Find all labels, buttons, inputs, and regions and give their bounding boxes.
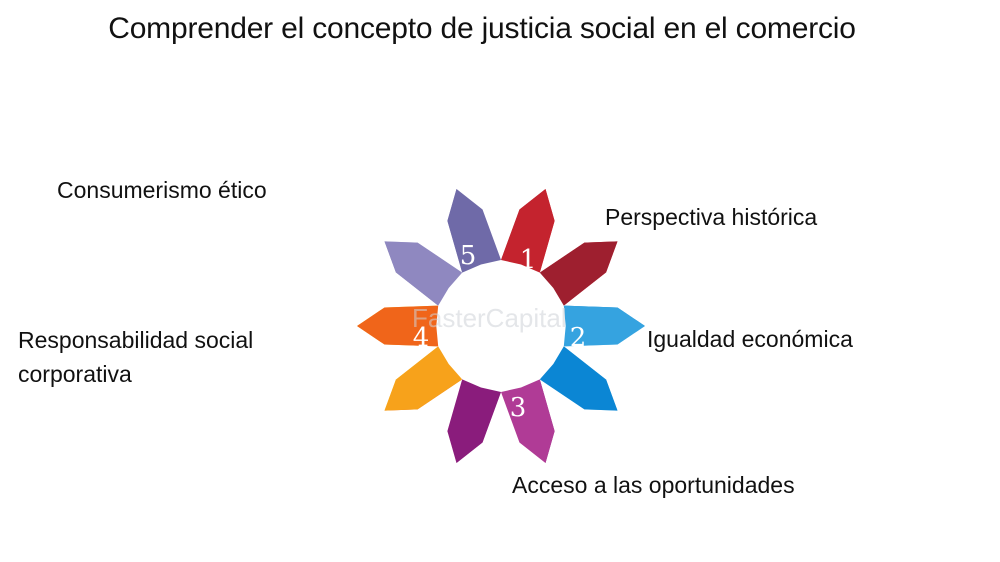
label-perspectiva-historica: Perspectiva histórica xyxy=(605,204,818,230)
star-point-1-2-core xyxy=(539,241,618,306)
segment-number-4: 4 xyxy=(413,323,430,353)
star-point-1-1-core xyxy=(501,189,555,273)
segment-number-2: 2 xyxy=(570,323,587,353)
star-point-5-2-core xyxy=(447,189,501,273)
label-igualdad-economica: Igualdad económica xyxy=(647,326,853,352)
star-shapes xyxy=(357,189,645,463)
star-point-2-1-core xyxy=(563,305,645,347)
star-point-3-2-core xyxy=(447,379,501,463)
star-point-4-2-core xyxy=(357,305,439,347)
label-consumerismo-etico: Consumerismo ético xyxy=(57,177,267,203)
segment-number-1: 1 xyxy=(520,245,537,275)
label-responsabilidad-social: Responsabilidad social corporativa xyxy=(18,323,308,391)
page-title: Comprender el concepto de justicia socia… xyxy=(108,12,856,45)
segment-number-3: 3 xyxy=(510,393,527,423)
watermark: FasterCapital xyxy=(412,303,567,333)
star-point-2-2-core xyxy=(539,346,618,411)
star-point-5-1-core xyxy=(384,241,463,306)
segment-number-5: 5 xyxy=(460,241,477,271)
star-point-3-1-core xyxy=(501,379,555,463)
star-point-4-1-core xyxy=(384,346,463,411)
label-acceso-oportunidades: Acceso a las oportunidades xyxy=(512,472,795,498)
label-responsabilidad-text: Responsabilidad social corporativa xyxy=(18,327,254,387)
